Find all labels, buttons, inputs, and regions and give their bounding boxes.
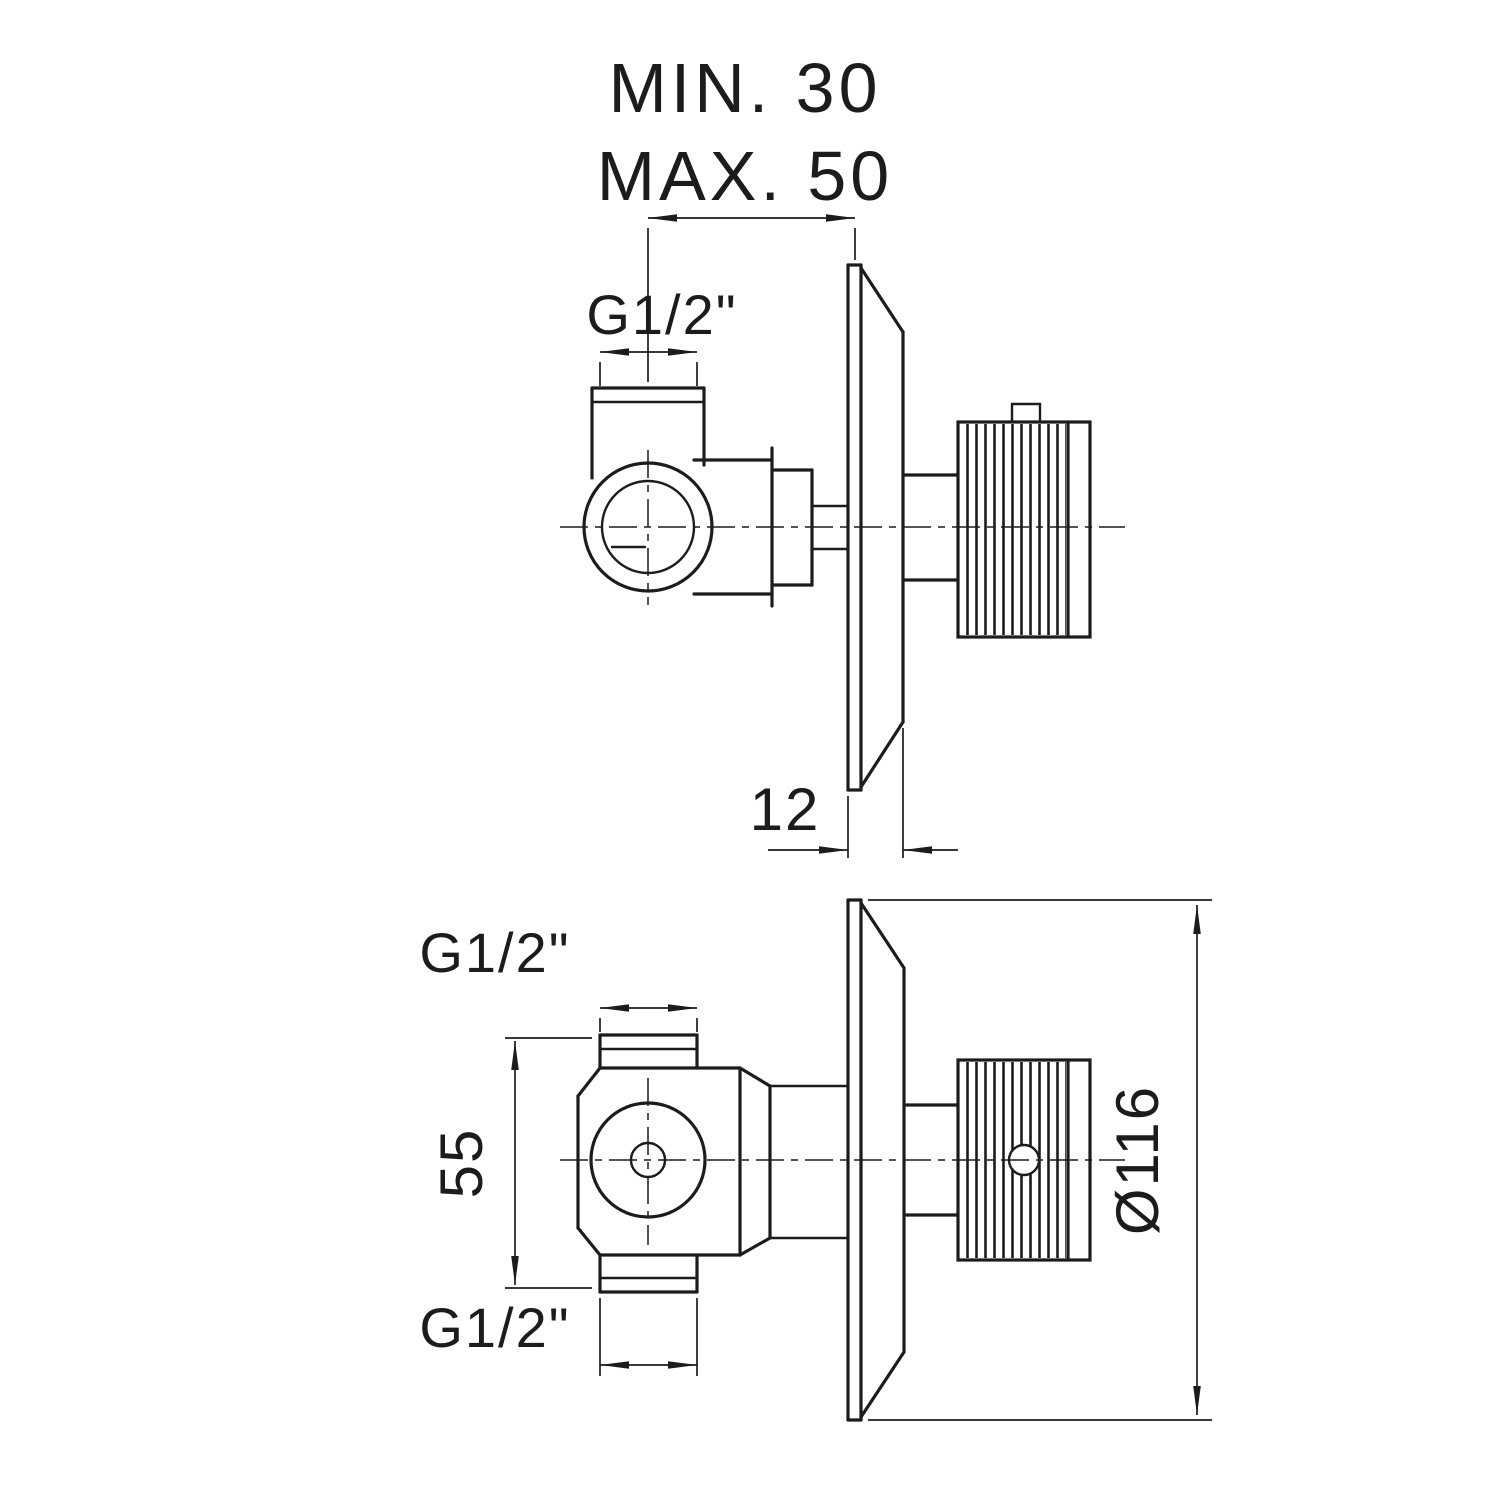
- plate-thickness-label: 12: [750, 776, 821, 843]
- valve-body-side: [582, 386, 850, 608]
- body-span-label: 55: [428, 1128, 495, 1199]
- dim-max-label: MAX. 50: [597, 137, 893, 215]
- side-view: MIN. 30 MAX. 50 G1/2" 12: [560, 49, 1125, 858]
- thread-side-label: G1/2": [586, 283, 737, 346]
- front-view: G1/2" 55 G1/2" Ø116: [419, 898, 1212, 1422]
- dim-min-label: MIN. 30: [608, 49, 881, 127]
- thread-front-bottom-label: G1/2": [419, 1296, 570, 1359]
- dim-min-max: MIN. 30 MAX. 50: [597, 49, 893, 382]
- dim-plate-diameter: Ø116: [868, 899, 1212, 1421]
- dim-thread-front-bottom: G1/2": [419, 1296, 698, 1376]
- thread-front-top-label: G1/2": [419, 921, 570, 984]
- dim-thread-side: G1/2": [586, 283, 737, 386]
- handle-side: [901, 402, 1092, 639]
- dim-body-span: 55: [428, 1037, 592, 1289]
- knurl-texture-side: [964, 424, 1066, 635]
- dim-plate-thickness: 12: [750, 728, 958, 858]
- dim-thread-front-top: G1/2": [419, 921, 698, 1032]
- plate-diameter-label: Ø116: [1104, 1085, 1171, 1235]
- valve-body-front: [576, 1033, 850, 1294]
